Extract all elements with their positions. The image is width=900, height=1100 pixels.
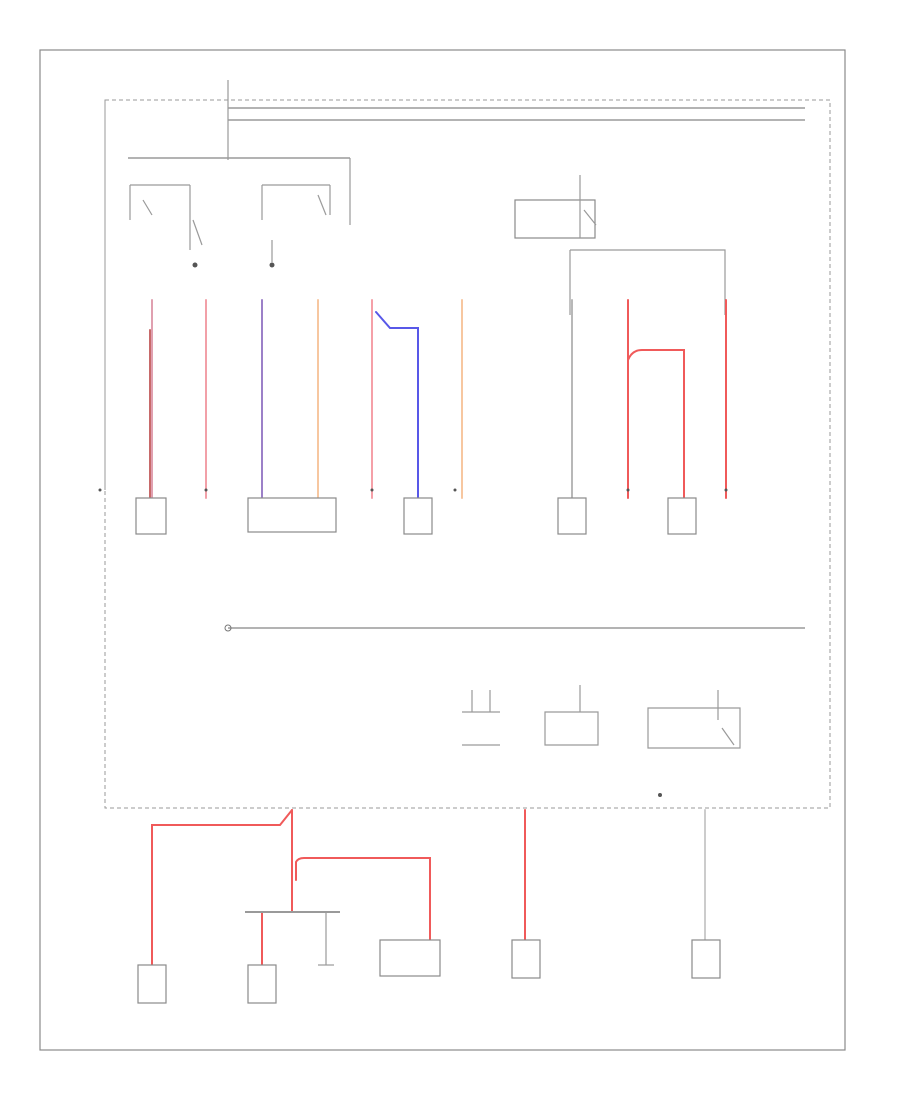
component-3 — [403, 497, 433, 535]
lower-bus-connector — [224, 624, 232, 632]
bottom-component-3 — [379, 939, 441, 977]
lower-relay-1 — [462, 690, 500, 746]
bottom-component-1 — [137, 964, 167, 1004]
left-relay-1 — [129, 184, 203, 268]
fuse-wire-8 — [627, 299, 685, 499]
bottom-component-4 — [511, 939, 541, 979]
left-relay-2 — [261, 184, 331, 268]
lower-relay-3 — [647, 690, 741, 797]
bottom-component-2 — [247, 964, 277, 1004]
fuse-wire-blue — [375, 311, 419, 499]
component-4 — [557, 497, 587, 535]
bottom-wire-center — [261, 809, 293, 966]
right-relay-feed — [569, 249, 726, 315]
bottom-wire-left — [151, 809, 293, 966]
ground-dots — [98, 488, 728, 492]
right-top-relay — [514, 175, 597, 239]
fuse-box-boundary — [104, 99, 831, 809]
outer-frame — [39, 49, 846, 1051]
component-5 — [667, 497, 697, 535]
bottom-wire-loop — [295, 857, 431, 941]
component-1 — [135, 497, 167, 535]
bottom-component-5 — [691, 939, 721, 979]
lower-relay-2 — [544, 685, 599, 746]
component-2 — [247, 497, 337, 533]
